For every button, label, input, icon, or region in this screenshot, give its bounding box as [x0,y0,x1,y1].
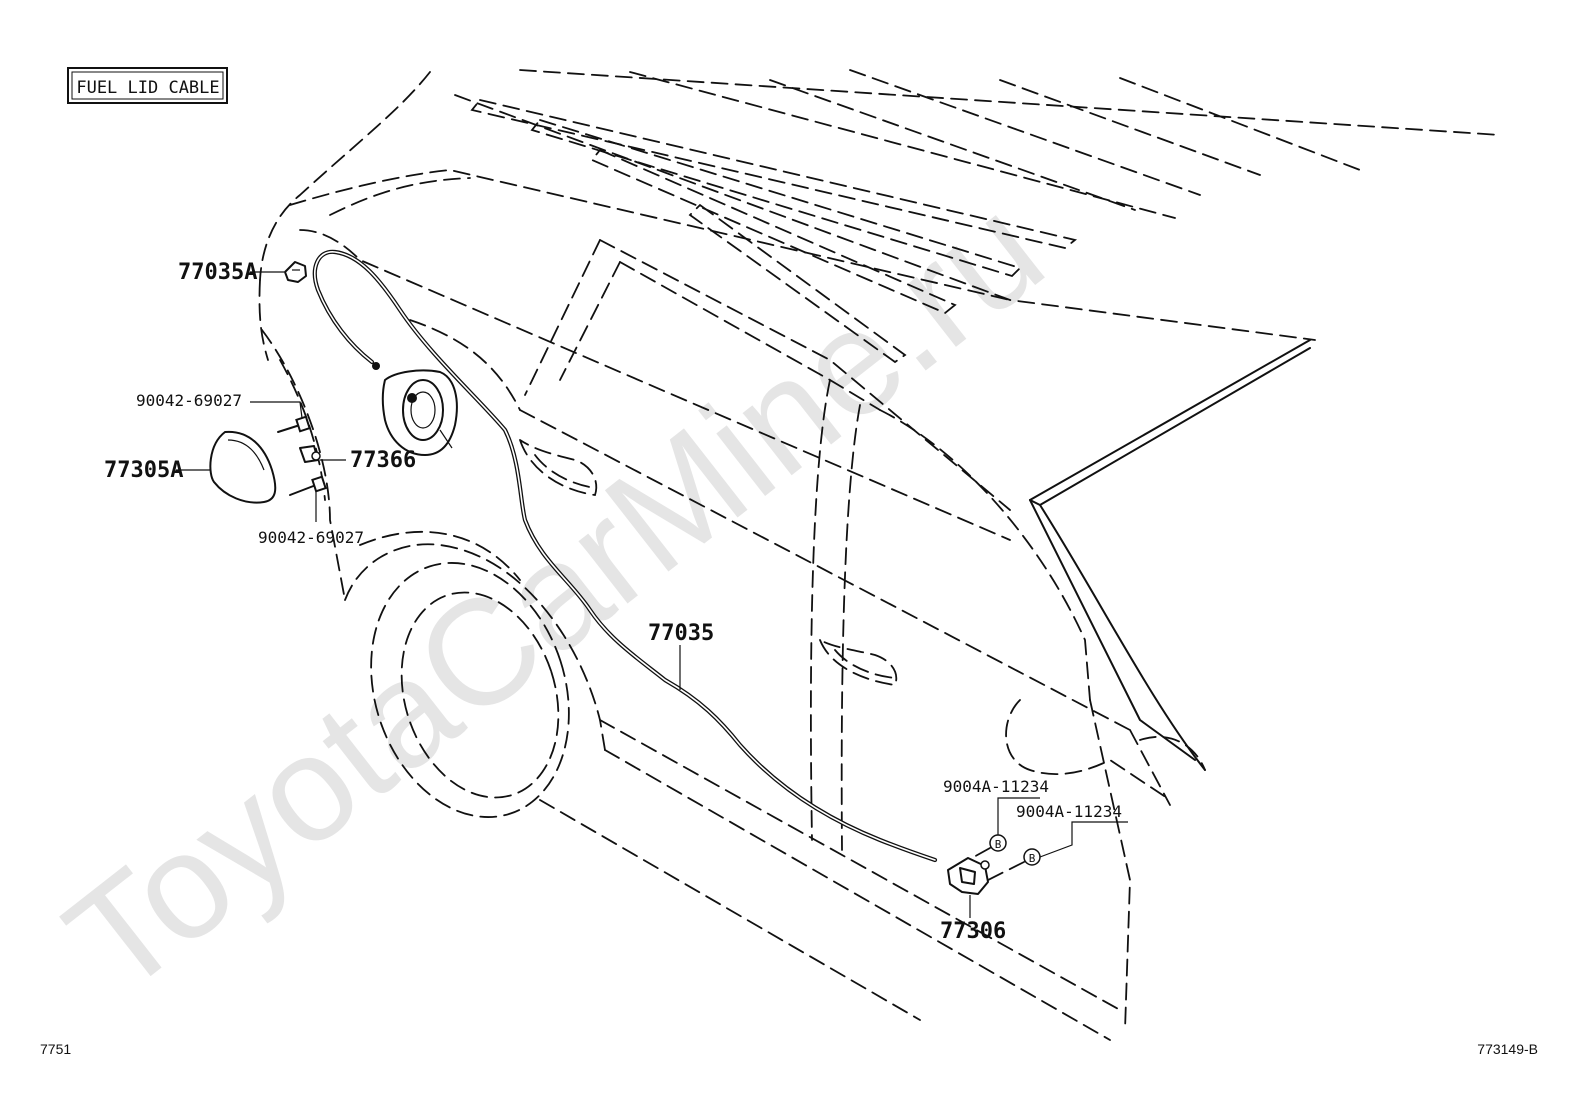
callout-9004A-11234-right: 9004A-11234 [1016,802,1122,821]
title-text: FUEL LID CABLE [76,78,219,98]
fuel-lid-opener-77306 [947,857,990,918]
svg-text:B: B [1029,852,1036,865]
screw-90042-69027-top [250,401,311,433]
callout-77366: 77366 [350,448,416,473]
bolt-ref-b-left: B [971,797,1040,859]
callout-90042-69027-top: 90042-69027 [136,391,242,410]
title-box: FUEL LID CABLE [67,67,228,104]
vehicle-front-lines [1029,339,1311,771]
bolt-ref-b-right: B [987,821,1128,881]
callout-9004A-11234-left: 9004A-11234 [943,777,1049,796]
callout-77306: 77306 [940,919,1006,944]
fuel-lid-77305A [176,430,277,504]
callout-90042-69027-bottom: 90042-69027 [258,528,364,547]
fuel-filler-opening [381,369,458,456]
screw-90042-69027-bottom [289,475,327,522]
callout-77305A: 77305A [104,458,183,483]
corner-code-left: 7751 [40,1041,71,1057]
corner-code-right: 773149-B [1477,1041,1538,1057]
fuel-lid-cable-77035 [312,249,938,863]
lid-hinge-77366 [299,445,346,463]
callout-77035A: 77035A [178,260,257,285]
callout-77035: 77035 [648,621,714,646]
svg-text:B: B [995,838,1002,851]
cable-clip-77035A [250,261,307,283]
vehicle-body-outline [258,69,1501,1041]
